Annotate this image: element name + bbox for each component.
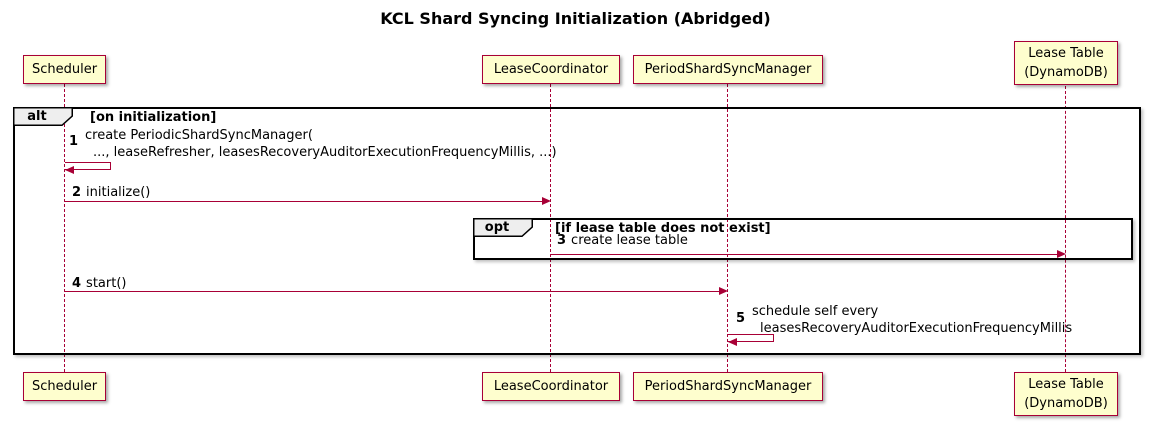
message-5-self-arrow — [728, 334, 774, 342]
alt-frame: alt [on initialization] — [13, 107, 1141, 355]
message-5-number: 5 — [736, 311, 746, 326]
message-2-label: 2 initialize() — [72, 185, 150, 200]
message-1-self-arrow — [65, 162, 111, 170]
message-1-line2: ..., leaseRefresher, leasesRecoveryAudit… — [93, 145, 557, 160]
frame-pentagon-shape — [13, 107, 73, 126]
message-3-arrow — [551, 254, 1057, 255]
opt-frame: opt [if lease table does not exist] — [473, 218, 1133, 260]
message-4-arrow — [65, 291, 719, 292]
frame-pentagon-shape — [473, 218, 533, 237]
participant-label: Scheduler — [31, 62, 98, 77]
message-5-line1: schedule self every — [752, 304, 879, 319]
message-2-text: initialize() — [86, 185, 151, 200]
lifeline-scheduler — [64, 84, 65, 372]
message-2-number: 2 — [72, 185, 82, 200]
message-3-label: 3 create lease table — [557, 233, 688, 248]
arrowhead-icon — [65, 166, 74, 174]
message-1-line1: create PeriodicShardSyncManager( — [85, 128, 313, 143]
message-2-arrow — [65, 201, 542, 202]
opt-frame-label: opt — [473, 218, 533, 241]
participant-lease-coordinator-top: LeaseCoordinator — [482, 55, 620, 84]
message-1-number: 1 — [69, 134, 79, 149]
participant-label: PeriodShardSyncManager — [644, 379, 812, 394]
message-5-line2: leasesRecoveryAuditorExecutionFrequencyM… — [760, 321, 1073, 336]
participant-label: PeriodShardSyncManager — [644, 62, 812, 77]
participant-label: LeaseCoordinator — [493, 62, 609, 77]
arrowhead-icon — [542, 197, 551, 205]
participant-scheduler-top: Scheduler — [23, 55, 106, 84]
participant-label: Scheduler — [31, 379, 98, 394]
arrowhead-icon — [719, 287, 728, 295]
message-4-number: 4 — [72, 276, 82, 291]
participant-scheduler-bottom: Scheduler — [23, 372, 106, 401]
participant-lease-coordinator-bottom: LeaseCoordinator — [482, 372, 620, 401]
alt-frame-label: alt — [13, 107, 73, 130]
participant-label: LeaseCoordinator — [493, 379, 609, 394]
message-5-label: schedule self every leasesRecoveryAudito… — [752, 303, 1072, 337]
arrowhead-icon — [1057, 250, 1066, 258]
participant-period-shard-sync-manager-top: PeriodShardSyncManager — [633, 55, 823, 84]
message-3-number: 3 — [557, 233, 567, 248]
alt-keyword: alt — [27, 108, 47, 124]
participant-label-line1: Lease Table — [1028, 377, 1104, 392]
lifeline-lease-coordinator — [550, 84, 551, 372]
opt-keyword: opt — [484, 219, 510, 235]
participant-lease-table-bottom: Lease Table (DynamoDB) — [1014, 372, 1118, 416]
participant-label-line2: (DynamoDB) — [1024, 396, 1108, 411]
participant-label-line1: Lease Table — [1028, 46, 1104, 61]
lifeline-lease-table — [1065, 86, 1066, 372]
participant-period-shard-sync-manager-bottom: PeriodShardSyncManager — [633, 372, 823, 401]
arrowhead-icon — [728, 338, 737, 346]
message-4-label: 4 start() — [72, 276, 126, 291]
message-4-text: start() — [86, 276, 127, 291]
alt-condition: [on initialization] — [90, 110, 217, 125]
diagram-title: KCL Shard Syncing Initialization (Abridg… — [380, 9, 771, 28]
opt-condition: [if lease table does not exist] — [555, 221, 771, 236]
lifeline-period-shard-sync-manager — [727, 84, 728, 372]
participant-label-line2: (DynamoDB) — [1024, 65, 1108, 80]
participant-lease-table-top: Lease Table (DynamoDB) — [1014, 41, 1118, 85]
message-3-text: create lease table — [571, 233, 688, 248]
message-1-label: create PeriodicShardSyncManager( ..., le… — [85, 127, 557, 161]
